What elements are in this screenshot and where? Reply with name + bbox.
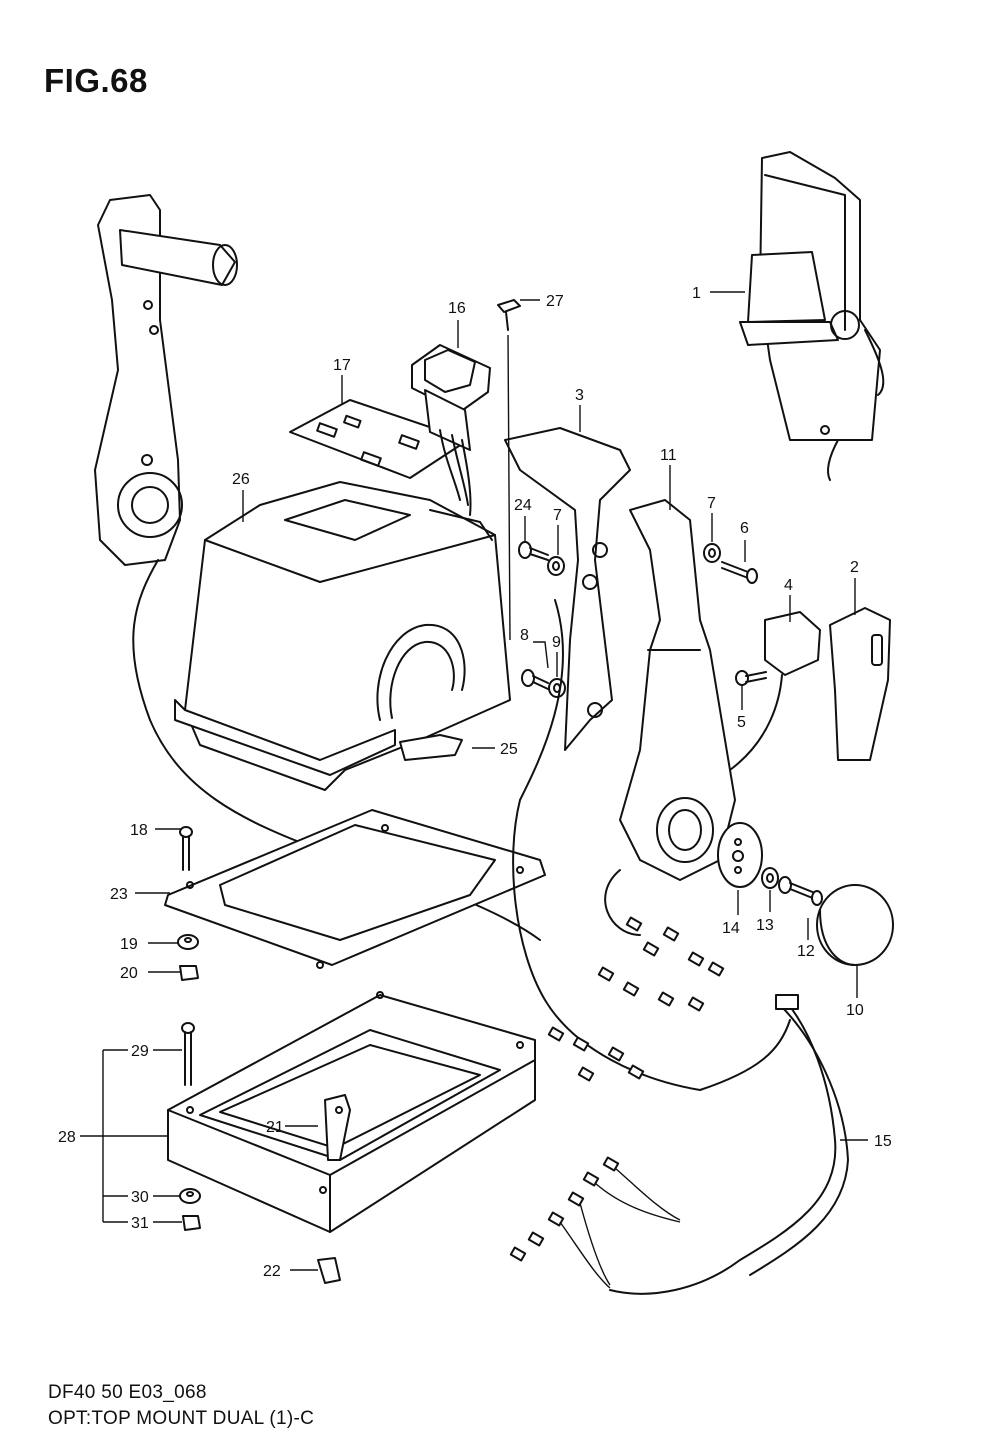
callout-26: 26 [232,471,250,488]
callout-4: 4 [784,577,793,594]
callout-25: 25 [500,741,518,758]
gasket-part [164,809,546,969]
cap-part [816,884,894,966]
callout-31: 31 [131,1215,149,1232]
bolt-18-part [179,826,193,871]
switch-part [411,344,491,516]
callout-24: 24 [514,497,532,514]
callout-labels: 1 2 3 4 5 6 7 7 8 9 10 11 12 13 14 15 16… [58,285,892,1280]
callout-11: 11 [660,447,677,464]
callout-6: 6 [740,520,749,537]
part-21 [324,1094,351,1161]
callout-12: 12 [797,943,815,960]
callout-19: 19 [120,936,138,953]
callout-9: 9 [552,634,561,651]
callout-7a: 7 [553,507,562,524]
callout-14: 14 [722,920,740,937]
left-lever-part [94,194,541,941]
grommet-part [399,734,463,761]
diagram-caption: OPT:TOP MOUNT DUAL (1)-C [48,1408,315,1429]
callout-23: 23 [110,886,128,903]
hardware-parts [497,299,823,906]
callout-7b: 7 [707,495,716,512]
control-assembly-part [739,151,885,481]
callout-27: 27 [546,293,564,310]
base-frame-part [167,991,536,1233]
figure-title: FIG.68 [44,62,148,99]
callout-17: 17 [333,357,351,374]
callout-8: 8 [520,627,529,644]
callout-3: 3 [575,387,584,404]
cover-housing-part [174,481,511,791]
wiring-harness-part [509,599,849,1295]
callout-10: 10 [846,1002,864,1019]
callout-13: 13 [756,917,774,934]
neutral-switch-part [729,611,821,771]
callout-2: 2 [850,559,859,576]
leader-lines [80,291,868,1271]
callout-20: 20 [120,965,138,982]
washer-nut-30-31 [179,1188,201,1231]
lever-arm-part [504,427,631,751]
callout-29: 29 [131,1043,149,1060]
throttle-arm-part [619,499,736,881]
disc-plate-part [717,822,763,888]
callout-21: 21 [266,1119,284,1136]
callout-28: 28 [58,1129,76,1146]
callout-1: 1 [692,285,701,302]
callout-15: 15 [874,1133,892,1150]
washer-nut-19-20 [177,934,199,981]
callout-22: 22 [263,1263,281,1280]
diagram-code: DF40 50 E03_068 [48,1382,207,1403]
clip-part [317,1257,341,1284]
callout-30: 30 [131,1189,149,1206]
lever-cover-part [829,607,891,761]
bolt-29-part [181,1022,195,1086]
callout-5: 5 [737,714,746,731]
callout-16: 16 [448,300,466,317]
callout-18: 18 [130,822,148,839]
